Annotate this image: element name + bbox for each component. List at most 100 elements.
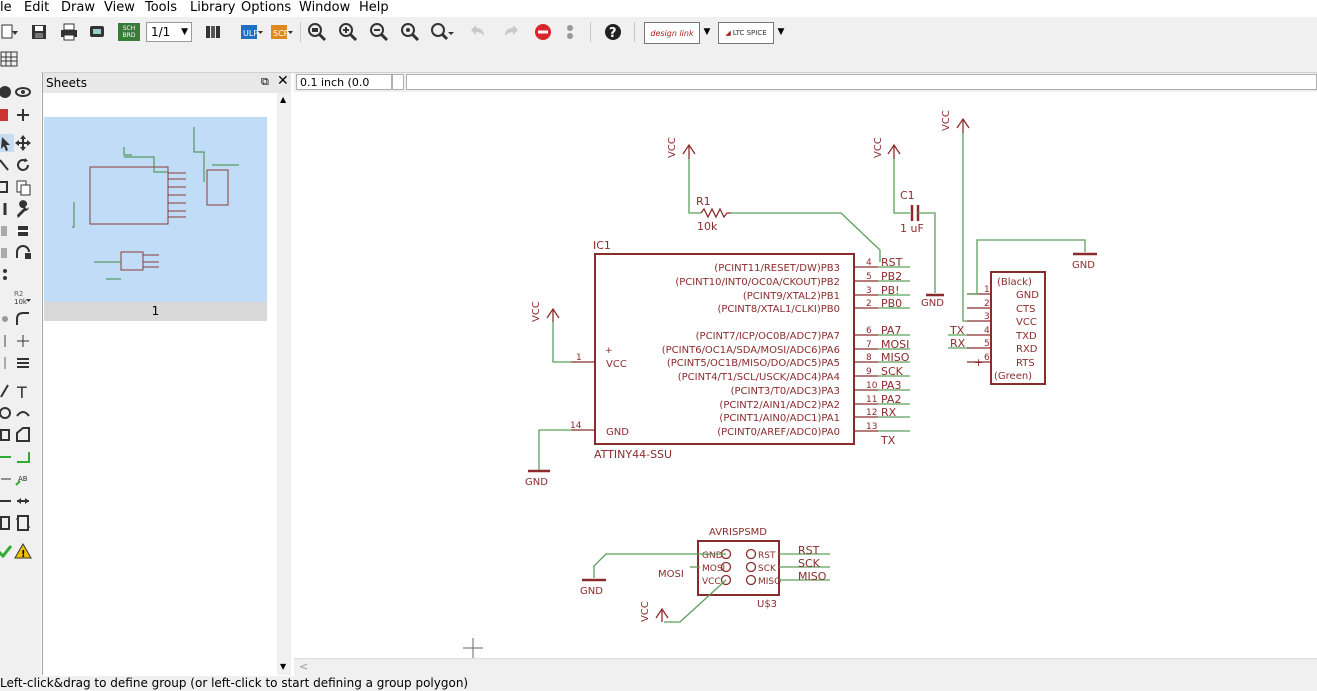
menu-tools[interactable]: Tools: [145, 0, 178, 15]
menu-library[interactable]: Library: [190, 0, 236, 15]
grid-icon[interactable]: [0, 50, 20, 68]
vcc-supply-r1[interactable]: VCC: [667, 137, 696, 159]
cam-icon[interactable]: [86, 20, 108, 44]
chevron-up-icon[interactable]: ▲: [280, 95, 287, 104]
wire-gnd-ftdi[interactable]: [967, 239, 1086, 295]
warning-icon[interactable]: !: [14, 542, 32, 560]
menu-draw[interactable]: Draw: [61, 0, 95, 15]
show-icon[interactable]: [14, 83, 32, 101]
move-icon[interactable]: [14, 134, 32, 152]
stop-icon[interactable]: [532, 20, 554, 44]
arc-icon[interactable]: [14, 404, 32, 422]
redo-icon[interactable]: [499, 20, 521, 44]
wire-icon[interactable]: [0, 448, 14, 466]
designlink-dropdown-icon[interactable]: ▼: [703, 27, 711, 37]
split-wire-icon[interactable]: [0, 332, 14, 350]
menu-file[interactable]: le: [0, 0, 12, 15]
vcc-supply-ftdi[interactable]: VCC: [941, 110, 970, 133]
zoom-select-icon[interactable]: [430, 20, 456, 44]
ic1-attiny44[interactable]: IC1 ATTINY44-SSU VCC GND 1 14 + (PCINT11…: [570, 239, 910, 461]
sheet-thumbnail[interactable]: [44, 117, 267, 302]
info-icon[interactable]: [0, 83, 14, 101]
go-icon[interactable]: [560, 20, 580, 44]
help-icon[interactable]: ?: [602, 20, 624, 44]
save-icon[interactable]: [28, 20, 50, 44]
zoom-redraw-icon[interactable]: [399, 20, 421, 44]
canvas-scrollbar[interactable]: <: [294, 658, 1317, 676]
designlink-button[interactable]: design link: [644, 22, 700, 44]
chevron-down-icon[interactable]: ▼: [280, 662, 287, 671]
wire-gnd-ic1[interactable]: [538, 429, 571, 470]
wire-r1-rst[interactable]: [731, 212, 881, 262]
select-icon[interactable]: [0, 134, 14, 152]
gnd-supply-c1[interactable]: GND: [921, 293, 944, 309]
frame-icon[interactable]: [0, 514, 14, 532]
ltspice-dropdown-icon[interactable]: ▼: [777, 27, 785, 37]
module-icon[interactable]: [14, 514, 32, 532]
menu-view[interactable]: View: [104, 0, 135, 15]
smash-icon[interactable]: [0, 310, 14, 328]
erc-icon[interactable]: [0, 542, 14, 560]
sheet-select[interactable]: 1/1 ▼: [146, 22, 192, 42]
resistor-r1[interactable]: R1 10k: [696, 195, 731, 233]
net-icon[interactable]: [0, 382, 14, 400]
paste-icon[interactable]: [14, 178, 32, 196]
polygon-icon[interactable]: [14, 426, 32, 444]
circle-icon[interactable]: [0, 404, 14, 422]
zoom-out-icon[interactable]: [368, 20, 390, 44]
delete-icon[interactable]: [0, 200, 14, 218]
wire-vcc-c1[interactable]: [893, 159, 910, 214]
panel-scrollbar[interactable]: ▲ ▼: [277, 93, 291, 675]
attribute-icon[interactable]: [0, 492, 14, 510]
chevron-left-icon[interactable]: <: [299, 660, 309, 673]
bus-wire-icon[interactable]: [14, 448, 32, 466]
wire-vcc-ftdi[interactable]: [962, 133, 967, 322]
ulp-icon[interactable]: ULP: [240, 20, 264, 44]
capacitor-c1[interactable]: C1 1 uF: [900, 189, 924, 235]
rect-icon[interactable]: [0, 426, 14, 444]
sch-brd-icon[interactable]: SCH BRD: [118, 23, 140, 41]
ltspice-button[interactable]: ◢ LTC SPICE: [718, 22, 774, 44]
label-icon[interactable]: AB: [14, 470, 32, 488]
split-icon[interactable]: [0, 266, 14, 284]
wire-c1-gnd[interactable]: [918, 212, 936, 293]
gateswap-icon[interactable]: [14, 244, 32, 262]
junction-icon[interactable]: [0, 470, 14, 488]
undo-icon[interactable]: [468, 20, 490, 44]
text-icon[interactable]: T: [14, 382, 32, 400]
vcc-supply-c1[interactable]: VCC: [873, 137, 901, 159]
optimize-icon[interactable]: [14, 332, 32, 350]
replace-icon[interactable]: [0, 244, 14, 262]
vcc-supply-avr[interactable]: VCC: [640, 601, 669, 622]
wrench-icon[interactable]: [14, 200, 32, 218]
command-line-input[interactable]: [406, 74, 1317, 90]
mark-icon[interactable]: [14, 106, 32, 124]
gnd-supply-avr[interactable]: GND: [580, 578, 606, 597]
script-icon[interactable]: SCR: [270, 20, 294, 44]
close-icon[interactable]: ✕: [277, 73, 289, 89]
gnd-supply-ftdi[interactable]: GND: [1072, 252, 1097, 271]
undock-icon[interactable]: ⧉: [261, 75, 269, 88]
dimension-icon[interactable]: [14, 492, 32, 510]
wire-vcc-avr[interactable]: [664, 579, 727, 623]
bus-icon[interactable]: [14, 354, 32, 372]
menu-window[interactable]: Window: [299, 0, 351, 15]
route-icon[interactable]: [0, 354, 14, 372]
miter-icon[interactable]: [14, 310, 32, 328]
coordinate-toggle[interactable]: [392, 74, 404, 90]
copy-icon[interactable]: [0, 156, 14, 174]
zoom-in-icon[interactable]: [337, 20, 359, 44]
print-icon[interactable]: [58, 20, 80, 44]
wire-vcc-ic1[interactable]: [552, 322, 571, 363]
pinswap-icon[interactable]: [14, 222, 32, 240]
zoom-fit-icon[interactable]: [306, 20, 328, 44]
vcc-supply-ic1[interactable]: VCC: [531, 301, 560, 322]
display-icon[interactable]: [0, 106, 14, 124]
rotate-icon[interactable]: [14, 156, 32, 174]
menu-edit[interactable]: Edit: [24, 0, 50, 15]
mirror-icon[interactable]: [0, 178, 14, 196]
menu-options[interactable]: Options: [241, 0, 292, 15]
schematic-canvas[interactable]: .w { stroke:#5aa05a; stroke-width:1.3; f…: [294, 92, 1317, 658]
new-icon[interactable]: [0, 20, 22, 44]
